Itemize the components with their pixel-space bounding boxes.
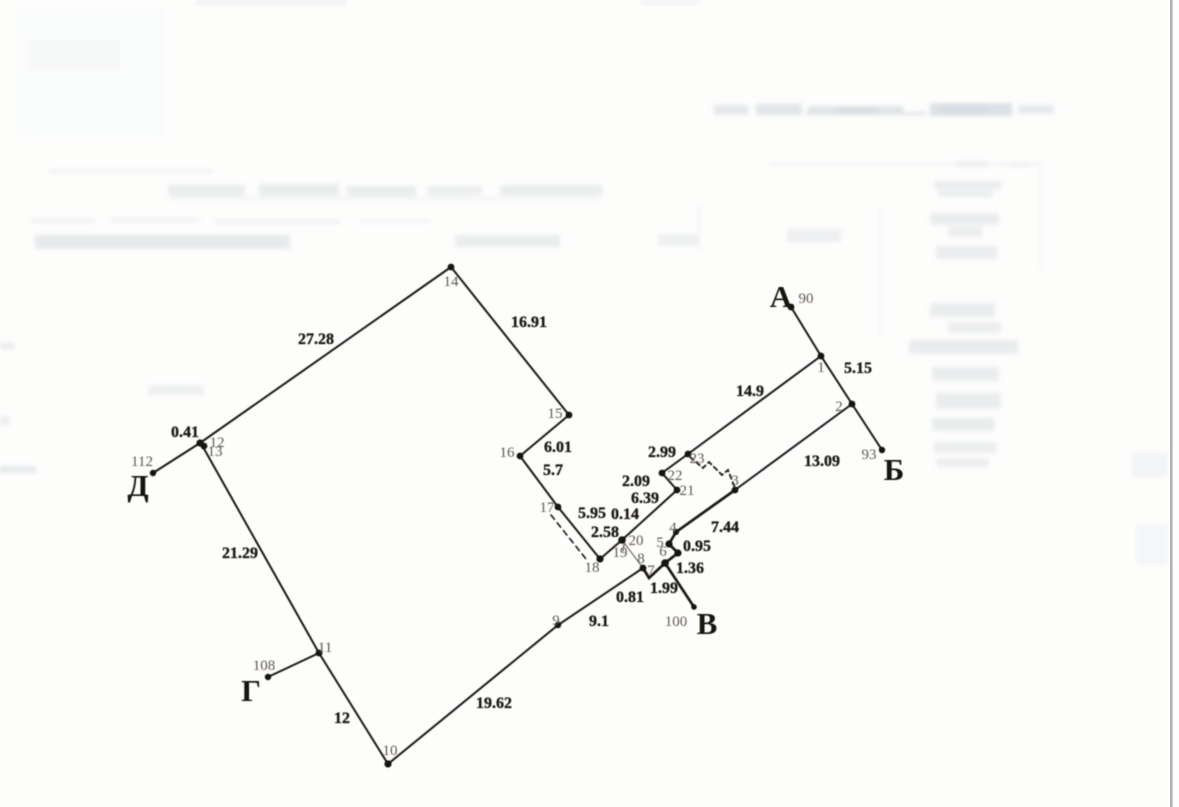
svg-text:2.09: 2.09	[622, 473, 650, 490]
svg-text:2: 2	[835, 399, 843, 415]
svg-text:16.91: 16.91	[511, 314, 547, 331]
svg-text:14: 14	[444, 274, 460, 290]
svg-text:108: 108	[253, 658, 276, 674]
svg-text:Г: Г	[241, 673, 261, 708]
svg-text:2.58: 2.58	[591, 524, 619, 541]
svg-text:0.81: 0.81	[616, 589, 644, 606]
svg-text:7.44: 7.44	[711, 519, 739, 536]
svg-text:5.15: 5.15	[844, 360, 872, 377]
svg-text:12: 12	[210, 435, 225, 451]
svg-text:13.09: 13.09	[804, 453, 840, 470]
svg-text:90: 90	[799, 291, 814, 307]
svg-text:9: 9	[552, 613, 560, 629]
svg-text:21: 21	[680, 483, 695, 499]
svg-text:10: 10	[383, 743, 398, 759]
svg-text:19.62: 19.62	[476, 695, 512, 712]
svg-text:112: 112	[131, 454, 153, 470]
svg-text:7: 7	[647, 563, 655, 579]
svg-text:6.01: 6.01	[544, 439, 572, 456]
svg-text:100: 100	[665, 614, 688, 630]
svg-text:0.41: 0.41	[171, 424, 199, 441]
svg-text:23: 23	[690, 451, 705, 467]
svg-text:9.1: 9.1	[589, 613, 609, 630]
svg-text:11: 11	[318, 640, 332, 656]
svg-text:12: 12	[334, 710, 350, 727]
svg-text:14.9: 14.9	[736, 383, 764, 400]
svg-text:В: В	[697, 606, 718, 641]
svg-text:8: 8	[637, 551, 645, 567]
svg-text:А: А	[770, 279, 793, 314]
svg-text:6: 6	[659, 544, 667, 560]
svg-text:1.99: 1.99	[650, 580, 678, 597]
svg-text:16: 16	[500, 445, 516, 461]
svg-text:2.99: 2.99	[648, 444, 676, 461]
svg-text:22: 22	[668, 468, 683, 484]
svg-text:6.39: 6.39	[631, 490, 659, 507]
svg-text:18: 18	[585, 560, 600, 576]
svg-text:19: 19	[613, 545, 628, 561]
svg-text:0.95: 0.95	[683, 538, 711, 555]
svg-text:15: 15	[548, 406, 563, 422]
svg-text:1.36: 1.36	[676, 560, 704, 577]
svg-text:20: 20	[629, 533, 644, 549]
svg-text:13: 13	[208, 444, 223, 460]
svg-text:3: 3	[731, 473, 739, 489]
svg-text:Д: Д	[127, 468, 148, 503]
svg-text:93: 93	[862, 447, 877, 463]
svg-text:5: 5	[656, 535, 664, 551]
svg-text:4: 4	[669, 520, 677, 536]
svg-text:21.29: 21.29	[222, 545, 258, 562]
svg-text:17: 17	[540, 500, 556, 516]
svg-text:0.14: 0.14	[611, 506, 639, 523]
svg-text:Б: Б	[884, 452, 905, 487]
svg-text:5.95: 5.95	[578, 505, 606, 522]
svg-text:1: 1	[817, 360, 825, 376]
svg-text:5.7: 5.7	[543, 462, 563, 479]
svg-text:27.28: 27.28	[298, 331, 334, 348]
